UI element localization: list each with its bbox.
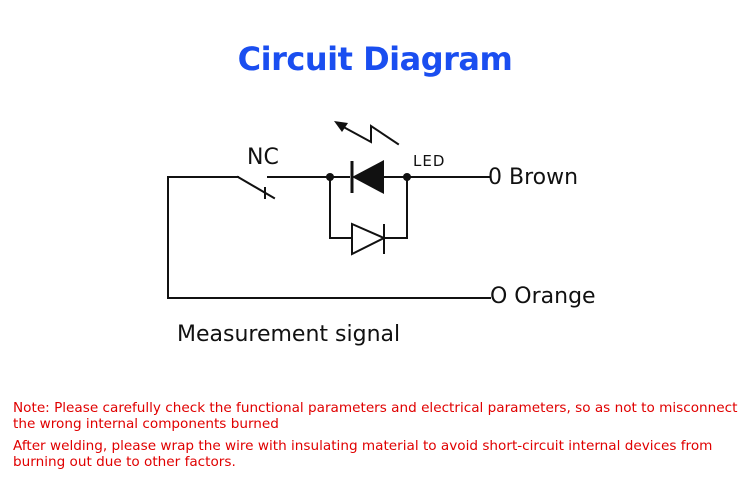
page-title: Circuit Diagram xyxy=(237,40,513,78)
led-label: LED xyxy=(413,152,445,170)
brown-terminal-label: 0 Brown xyxy=(488,165,578,190)
diode-symbol xyxy=(351,222,387,256)
nc-label: NC xyxy=(247,145,279,170)
junction-left xyxy=(326,173,334,181)
nc-switch-contact xyxy=(236,175,276,200)
orange-terminal-label: O Orange xyxy=(490,284,596,309)
notes-section: Note: Please carefully check the functio… xyxy=(13,400,738,476)
note-line: After welding, please wrap the wire with… xyxy=(13,438,713,470)
led-symbol xyxy=(330,160,407,194)
note-line: Note: Please carefully check the functio… xyxy=(13,400,738,432)
junction-right xyxy=(403,173,411,181)
led-arrow-zigzag xyxy=(336,122,400,146)
led-arrow-head xyxy=(334,121,348,132)
measurement-label: Measurement signal xyxy=(177,322,400,347)
